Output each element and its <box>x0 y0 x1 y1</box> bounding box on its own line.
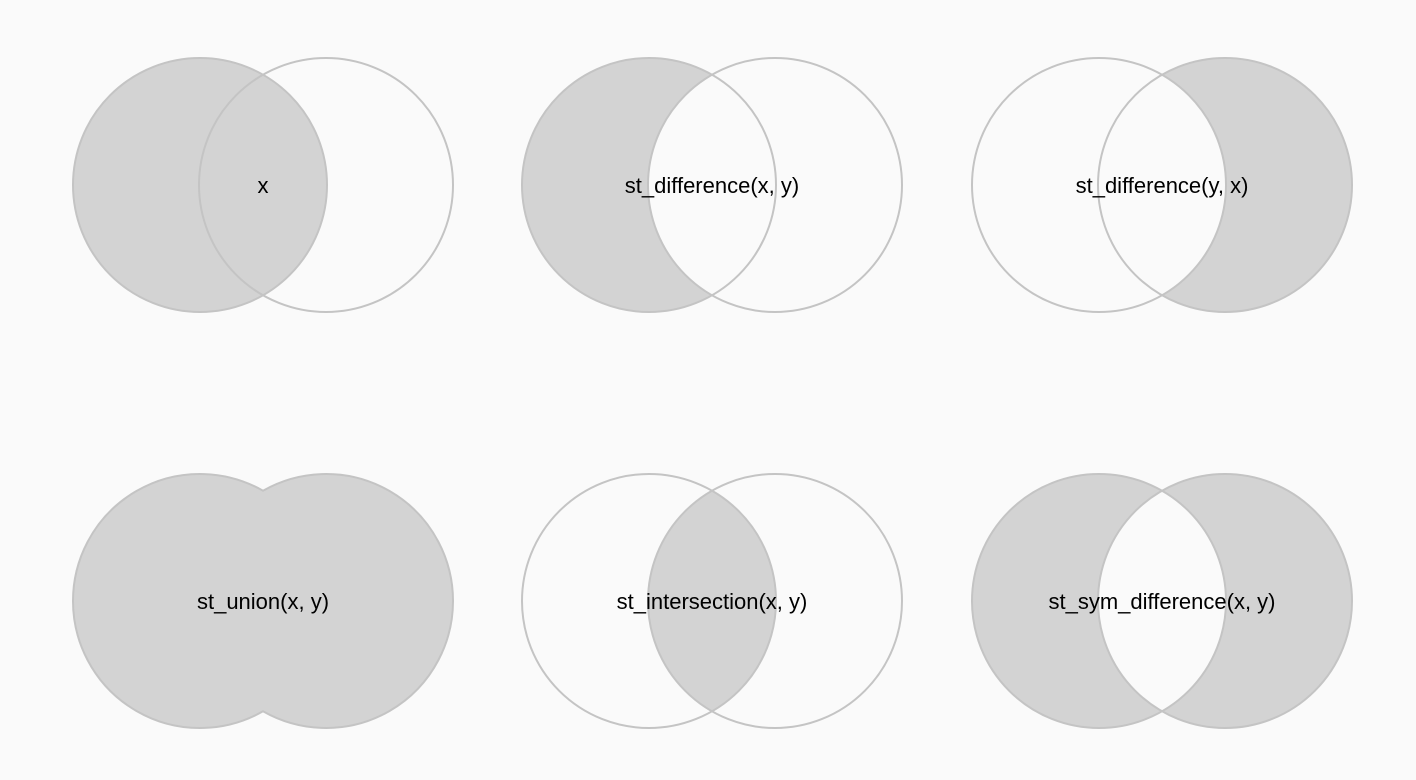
union-outline <box>72 473 454 729</box>
intersection-region-fill <box>648 490 776 712</box>
venn-shapes <box>971 473 1353 729</box>
venn-shapes <box>971 57 1353 313</box>
panel-label-difference-x-y: st_difference(x, y) <box>625 173 799 198</box>
venn-panel-sym-difference: st_sym_difference(x, y) <box>971 473 1353 729</box>
panel-label-union: st_union(x, y) <box>197 589 329 614</box>
venn-panel-intersection: st_intersection(x, y) <box>521 473 903 729</box>
venn-panel-difference-x-y: st_difference(x, y) <box>521 57 903 313</box>
circle-y-outline <box>198 57 454 313</box>
venn-panel-x: x <box>72 57 454 313</box>
circle-x-outline <box>72 57 328 313</box>
circle-x-outline <box>521 57 777 313</box>
venn-shapes <box>72 57 454 313</box>
venn-shapes <box>72 473 454 729</box>
circle-y-outline <box>647 57 903 313</box>
venn-panel-difference-y-x: st_difference(y, x) <box>971 57 1353 313</box>
venn-shapes <box>521 57 903 313</box>
venn-panel-union: st_union(x, y) <box>72 473 454 729</box>
panel-label-sym-difference: st_sym_difference(x, y) <box>1048 589 1275 614</box>
panel-label-difference-y-x: st_difference(y, x) <box>1076 173 1249 198</box>
panel-label-intersection: st_intersection(x, y) <box>617 589 808 614</box>
circle-y-outline <box>1097 57 1353 313</box>
circle-x-outline <box>971 473 1227 729</box>
circle-y-outline <box>1097 473 1353 729</box>
circle-x-outline <box>971 57 1227 313</box>
panel-label-x: x <box>258 173 269 198</box>
circle-y-outline <box>647 473 903 729</box>
union-region-fill <box>72 474 454 728</box>
venn-shapes <box>521 473 903 729</box>
circle-x-outline <box>521 473 777 729</box>
